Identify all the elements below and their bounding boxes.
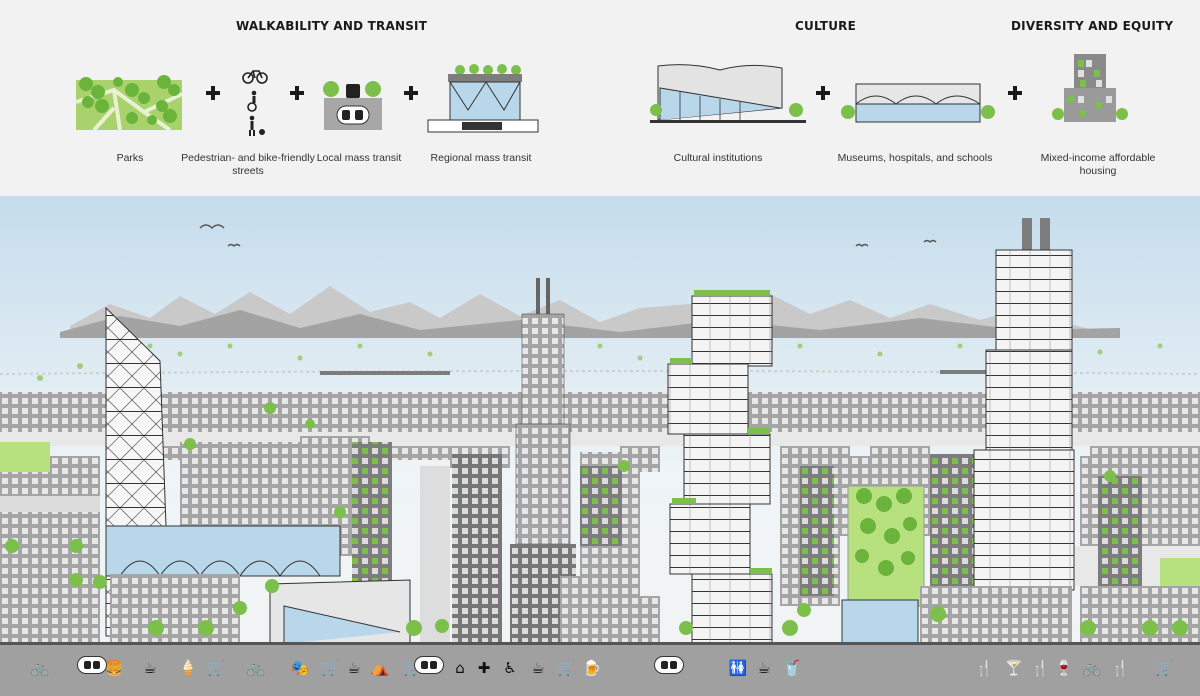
caption-pedestrian-bike: Pedestrian- and bike-friendly streets <box>181 152 315 177</box>
restroom-icon: 🚻 <box>728 659 748 677</box>
home-icon: ⌂ <box>455 659 465 677</box>
city-illustration <box>0 196 1200 696</box>
drink-icon: 🥤 <box>782 659 802 677</box>
beer-icon: 🍺 <box>582 659 602 677</box>
caption-local-transit: Local mass transit <box>316 152 402 164</box>
city-scene <box>0 196 1200 696</box>
caption-museums: Museums, hospitals, and schools <box>837 152 993 164</box>
plus-sign <box>816 86 830 100</box>
plus-sign <box>206 86 220 100</box>
pedestrian-bike-icon <box>242 70 268 136</box>
cart-icon: 🛒 <box>1154 659 1174 677</box>
local-transit-icon <box>323 81 382 130</box>
housing-icon <box>1052 54 1128 122</box>
coffee-icon: ☕ <box>347 659 361 677</box>
cart-icon: 🛒 <box>320 659 340 677</box>
coffee-icon: ☕ <box>757 659 771 677</box>
cultural-institution-icon <box>650 64 806 123</box>
regional-transit-icon <box>427 64 539 133</box>
dining-icon: 🍴 <box>1110 659 1130 677</box>
category-culture-title: CULTURE <box>795 19 856 33</box>
cart-icon: 🛒 <box>206 659 226 677</box>
dining-icon: 🍴 <box>974 659 994 677</box>
icecream-icon: 🍦 <box>178 659 198 677</box>
plus-sign <box>290 86 304 100</box>
bike-icon: 🚲 <box>1082 659 1102 677</box>
plus-sign <box>1008 86 1022 100</box>
caption-housing: Mixed-income affordable housing <box>1040 152 1156 177</box>
wheelchair-icon: ♿ <box>503 659 517 677</box>
amenity-icon-row: 🚲🍔☕🍦🛒🚲🎭🛒☕⛺🛒⌂✚♿☕🛒🍺🚻☕🥤🍴🍸🍴🍷🚲🍴🛒 <box>0 654 1200 684</box>
plus-sign <box>404 86 418 100</box>
coffee-icon: ☕ <box>143 659 157 677</box>
bus-icon <box>654 656 684 674</box>
bike-icon: 🚲 <box>30 659 50 677</box>
hospital-icon: ✚ <box>477 659 491 677</box>
cart-icon: 🛒 <box>556 659 576 677</box>
legend-panel: WALKABILITY AND TRANSIT CULTURE DIVERSIT… <box>0 0 1200 196</box>
dining-icon: 🍴 <box>1030 659 1050 677</box>
theater-icon: 🎭 <box>290 659 310 677</box>
food-icon: 🍔 <box>104 659 124 677</box>
coffee-icon: ☕ <box>531 659 545 677</box>
bus-icon <box>77 656 107 674</box>
category-walkability-title: WALKABILITY AND TRANSIT <box>236 19 428 33</box>
caption-cultural-institutions: Cultural institutions <box>673 152 763 164</box>
caption-parks: Parks <box>116 152 144 164</box>
museum-icon <box>841 83 995 123</box>
wine-icon: 🍷 <box>1054 659 1074 677</box>
park-icon <box>75 75 183 132</box>
bus-icon <box>414 656 444 674</box>
picnic-icon: ⛺ <box>370 659 390 677</box>
cocktail-icon: 🍸 <box>1004 659 1024 677</box>
category-diversity-title: DIVERSITY AND EQUITY <box>1011 19 1174 33</box>
caption-regional-transit: Regional mass transit <box>430 152 532 164</box>
bike-icon: 🚲 <box>246 659 266 677</box>
